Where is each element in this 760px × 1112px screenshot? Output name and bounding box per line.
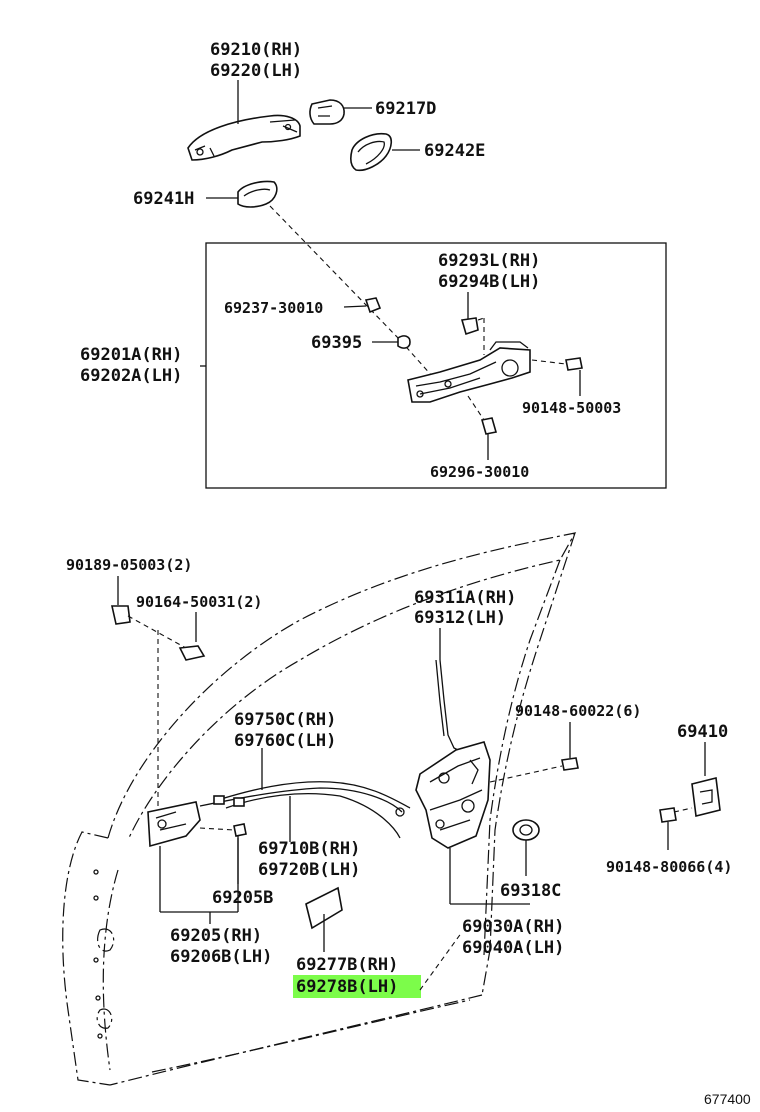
label-69293l-rh: 69293L(RH) bbox=[438, 251, 540, 271]
label-69395: 69395 bbox=[311, 333, 362, 353]
screw-part bbox=[565, 357, 583, 371]
door-panel-holes bbox=[93, 869, 115, 1039]
assembly-dash-line bbox=[269, 205, 401, 341]
handle-pad-rear-part bbox=[237, 180, 278, 208]
assembly-dash-line bbox=[467, 395, 485, 421]
label-69710b-rh: 69710B(RH) bbox=[258, 839, 360, 859]
label-69242e: 69242E bbox=[424, 141, 485, 161]
lock-rod-part bbox=[439, 659, 463, 753]
clip-part bbox=[364, 297, 382, 314]
screw-part bbox=[659, 807, 677, 823]
screw-part bbox=[178, 645, 206, 661]
screw-part bbox=[561, 757, 579, 771]
assembly-dash-line bbox=[531, 359, 567, 365]
label-69311a-rh: 69311A(RH) bbox=[414, 588, 516, 608]
inside-handle-part bbox=[147, 801, 201, 848]
label-69294b-lh: 69294B(LH) bbox=[438, 272, 540, 292]
control-cables bbox=[199, 781, 411, 839]
label-69241h: 69241H bbox=[133, 189, 194, 209]
label-69277b-rh: 69277B(RH) bbox=[296, 955, 398, 975]
label-69205b: 69205B bbox=[212, 888, 273, 908]
label-69030a-rh: 69030A(RH) bbox=[462, 917, 564, 937]
clip-part bbox=[111, 605, 131, 625]
label-90148-50003: 90148-50003 bbox=[522, 399, 621, 417]
label-90189-05003: 90189-05003(2) bbox=[66, 556, 192, 574]
assembly-dash-line bbox=[127, 615, 187, 649]
assembly-dash-line bbox=[477, 317, 485, 321]
label-69205-rh: 69205(RH) bbox=[170, 926, 262, 946]
label-69750c-rh: 69750C(RH) bbox=[234, 710, 336, 730]
label-69760c-lh: 69760C(LH) bbox=[234, 731, 336, 751]
label-69202a-lh: 69202A(LH) bbox=[80, 366, 182, 386]
grommet-part bbox=[397, 335, 411, 349]
assembly-dash-line bbox=[673, 807, 693, 813]
label-69206b-lh: 69206B(LH) bbox=[170, 947, 272, 967]
outside-handle-part bbox=[187, 114, 301, 161]
door-outline bbox=[62, 532, 577, 1086]
assembly-dash-line bbox=[419, 931, 463, 991]
lock-cover-part bbox=[305, 886, 343, 930]
label-69318c: 69318C bbox=[500, 881, 561, 901]
frame-assembly-box bbox=[205, 242, 667, 489]
assembly-dash-line bbox=[489, 765, 563, 783]
highlight-box bbox=[293, 975, 421, 998]
label-90148-60022: 90148-60022(6) bbox=[515, 702, 641, 720]
label-69220-lh: 69220(LH) bbox=[210, 61, 302, 81]
label-69278b-lh: 69278B(LH) bbox=[296, 977, 398, 997]
lock-rod-part bbox=[435, 659, 445, 737]
label-69237-30010: 69237-30010 bbox=[224, 299, 323, 317]
label-90164-50031: 90164-50031(2) bbox=[136, 593, 262, 611]
label-69040a-lh: 69040A(LH) bbox=[462, 938, 564, 958]
grommet-part bbox=[512, 819, 540, 841]
label-69210-rh: 69210(RH) bbox=[210, 40, 302, 60]
handle-frame-mechanism bbox=[407, 341, 531, 403]
screw-part bbox=[480, 417, 498, 435]
assembly-dash-line bbox=[199, 827, 235, 831]
label-69720b-lh: 69720B(LH) bbox=[258, 860, 360, 880]
handle-cap-part bbox=[309, 99, 345, 125]
label-69410: 69410 bbox=[677, 722, 728, 742]
door-striker-part bbox=[691, 777, 721, 817]
handle-clip-part bbox=[233, 823, 247, 837]
leader-line bbox=[343, 305, 367, 308]
bracket-part bbox=[460, 317, 479, 336]
label-69312-lh: 69312(LH) bbox=[414, 608, 506, 628]
handle-pad-part bbox=[350, 132, 393, 172]
diagram-reference-number: 677400 bbox=[704, 1091, 751, 1107]
door-lock-assembly bbox=[415, 741, 491, 849]
label-90148-80066: 90148-80066(4) bbox=[606, 858, 732, 876]
label-69217d: 69217D bbox=[375, 99, 436, 119]
label-69296-30010: 69296-30010 bbox=[430, 463, 529, 481]
label-69201a-rh: 69201A(RH) bbox=[80, 345, 182, 365]
